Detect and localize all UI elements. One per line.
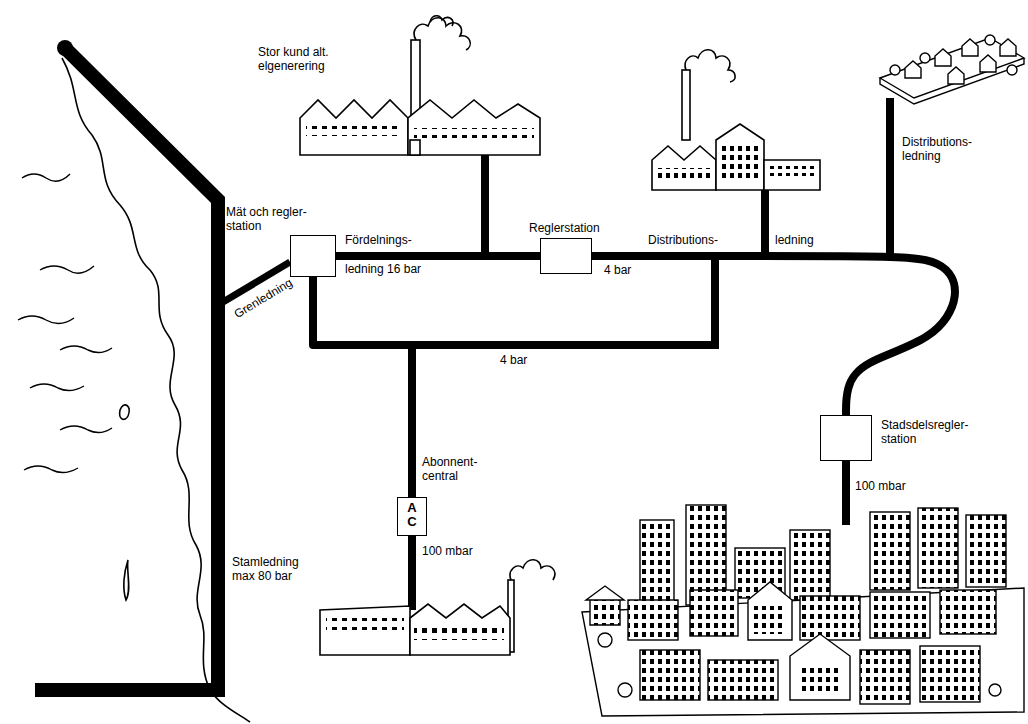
gas-pipe (336, 252, 540, 260)
customer-label: Stor kund alt. elgenerering (258, 46, 362, 74)
sea-waves (18, 174, 112, 473)
station-heading: Abonnent- central (422, 456, 488, 484)
pipework (35, 40, 890, 690)
subscriber-factory (320, 560, 555, 655)
pipe-label: ledning (775, 234, 855, 248)
pressure-label: 100 mbar (855, 480, 935, 494)
large-customer-factory (300, 16, 540, 155)
pressure-label: 4 bar (500, 354, 560, 368)
gas-pipe (313, 277, 412, 497)
pipe-label: Stamledning max 80 bar (232, 556, 316, 584)
factory (652, 50, 820, 190)
pressure-label: 100 mbar (422, 545, 502, 559)
gas-pipe (592, 256, 955, 415)
station-heading: Mät och regler- station (226, 206, 318, 234)
pressure-label: 4 bar (604, 264, 664, 278)
district-regulator-station: Stadsdelsregler- station (820, 415, 872, 461)
pipe-label: ledning 16 bar (345, 263, 455, 277)
pipe-label: Fördelnings- (345, 234, 445, 248)
village (880, 35, 1024, 104)
station-mark: A C (405, 501, 419, 530)
station-heading: Stadsdelsregler- station (881, 419, 993, 447)
pipe-label: Grenledning (232, 264, 316, 322)
pipe-label: Distributions- (648, 234, 748, 248)
pipe-label: Distributions- ledning (902, 136, 994, 164)
metering-regulator-station: Mät och regler- station (290, 235, 336, 277)
city (582, 505, 1024, 716)
station-heading: Reglerstation (529, 222, 639, 236)
subscriber-station: Abonnent- centralA C (397, 497, 427, 536)
regulator-station: Reglerstation (540, 238, 592, 274)
